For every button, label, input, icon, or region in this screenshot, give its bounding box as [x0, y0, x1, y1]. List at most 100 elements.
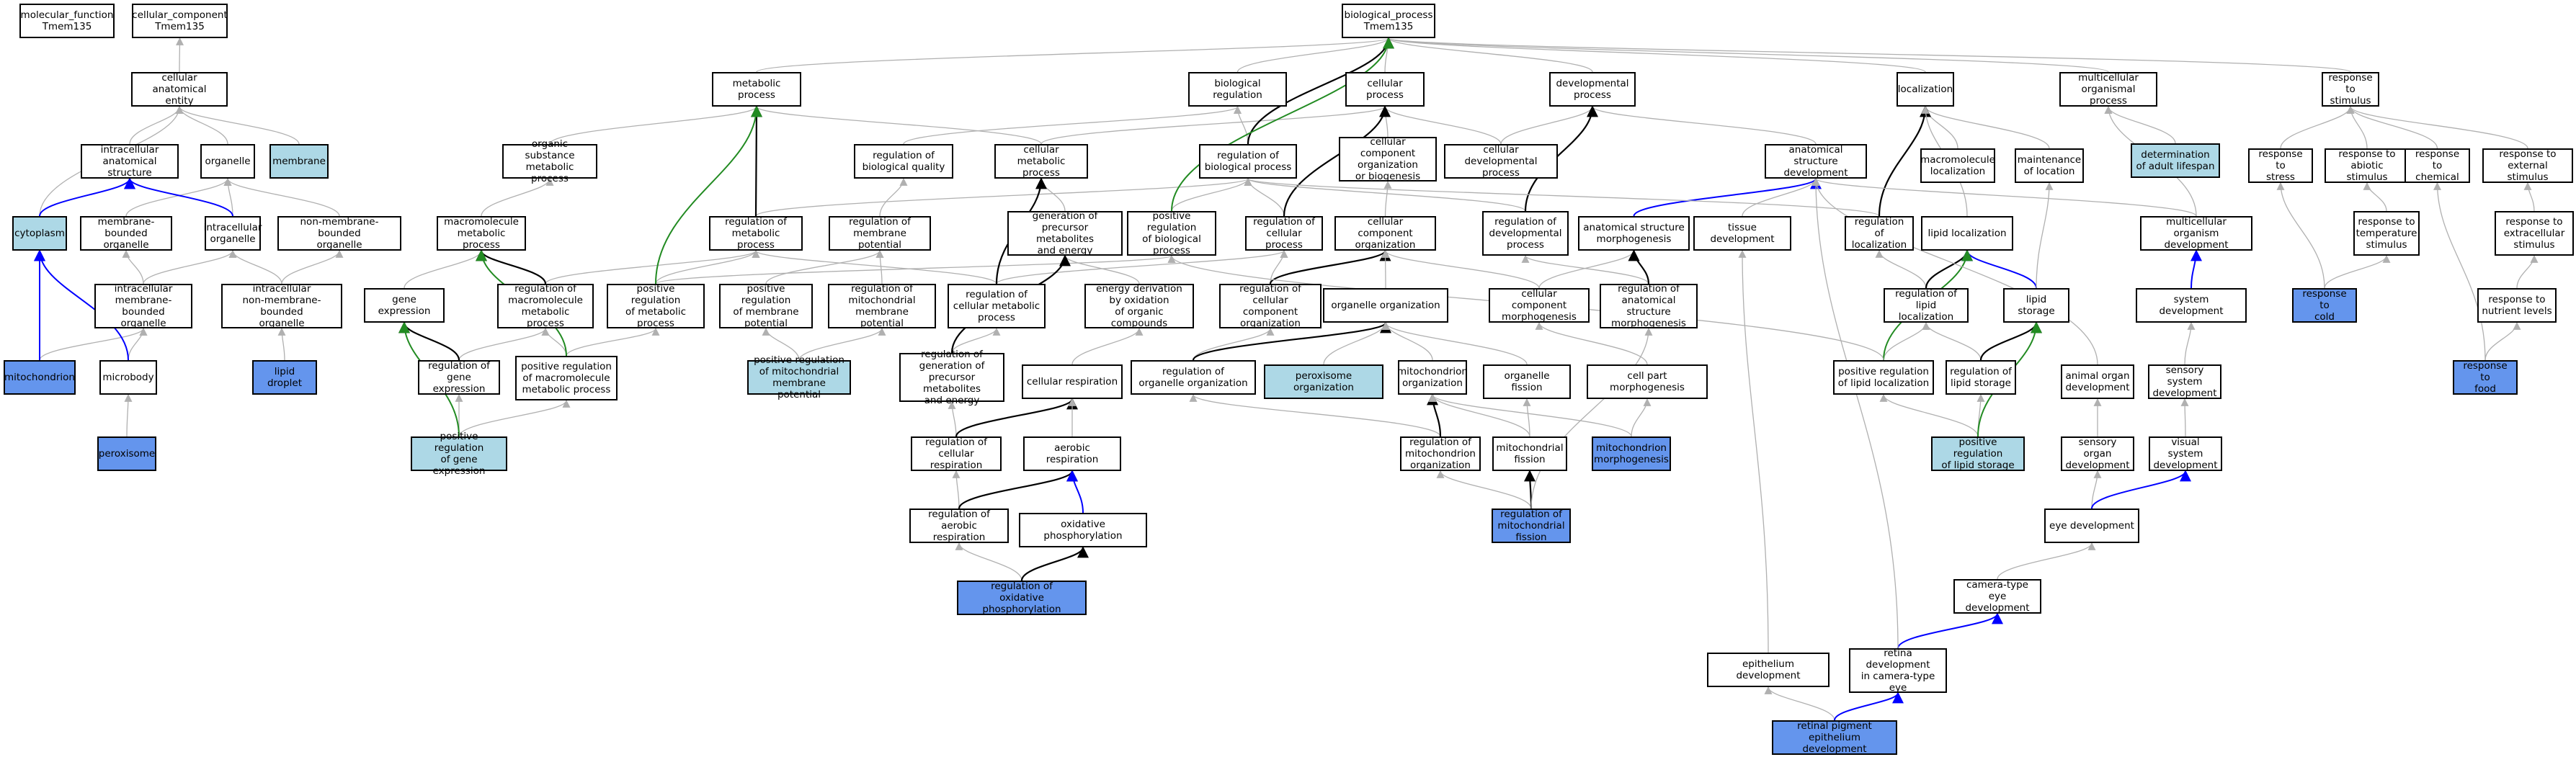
go-term-roasm: regulation of anatomical structure morph… — [1600, 283, 1698, 329]
go-term-ias: intracellular anatomical structure — [81, 144, 179, 179]
edge-is-a-prll-to-rolipl — [1883, 321, 1930, 361]
edge-is-a-romf-to-romo — [1436, 470, 1532, 509]
edge-part-of-io-to-ias — [124, 177, 233, 217]
edge-is-a-ed-to-sod — [2091, 470, 2102, 509]
go-term-loc: localization — [1897, 72, 1954, 107]
edge-is-a-rtc-to-rts — [2346, 105, 2438, 149]
go-term-prmemp: positive regulation of membrane potentia… — [719, 283, 813, 329]
edge-is-a-cpm-to-ccm — [1535, 321, 1648, 365]
go-term-epd: epithelium development — [1707, 653, 1830, 687]
go-term-rdcte: retina development in camera-type eye — [1849, 648, 1947, 694]
go-term-ed: eye development — [2044, 509, 2139, 543]
go-term-doal: determination of adult lifespan — [2131, 143, 2220, 178]
edge-is-a-rtc2-to-rttemp — [2324, 254, 2391, 289]
go-term-robp: regulation of biological process — [1199, 144, 1297, 179]
edge-is-a-rtstr-to-rts — [2280, 105, 2355, 149]
go-term-cp: cellular process — [1345, 72, 1425, 107]
edge-is-a-rttemp-to-rtas — [2363, 182, 2387, 212]
edge-is-a-cdp-to-dp — [1500, 105, 1597, 145]
go-term-rtext: response to extracellular stimulus — [2495, 211, 2574, 256]
go-term-rogpm: regulation of generation of precursor me… — [899, 349, 1004, 406]
edge-is-a-cmp-to-cp — [1040, 105, 1389, 145]
go-term-cpm: cell part morphogenesis — [1587, 364, 1708, 399]
go-term-ccm: cellular component morphogenesis — [1489, 288, 1590, 323]
go-term-rocp: regulation of cellular process — [1245, 216, 1323, 251]
edge-is-a-loc-to-bp — [1384, 37, 1926, 73]
go-term-cco: cellular component organization — [1334, 216, 1436, 251]
edge-is-a-epd-to-td — [1738, 249, 1769, 653]
edge-is-a-prbp-to-robp — [1171, 177, 1252, 212]
edge-is-a-imbo-to-io — [143, 249, 237, 285]
edge-is-a-aod-to-asd — [1811, 177, 2098, 365]
go-term-rom: regulation of metabolic process — [709, 216, 803, 251]
go-term-mm: mitochondrion morphogenesis — [1592, 436, 1671, 471]
edge-is-a-rmmp-to-romp — [875, 249, 884, 285]
go-term-dp: developmental process — [1549, 72, 1636, 107]
edge-is-a-ld-to-inmbo — [277, 327, 286, 361]
go-term-mito: mitochondrion — [4, 360, 76, 395]
go-term-prll: positive regulation of lipid localizatio… — [1833, 360, 1934, 395]
edge-part-of-ls-to-lloc — [1961, 249, 2037, 289]
go-term-perox: peroxisome — [97, 436, 156, 471]
edge-is-a-cr-to-edooc — [1071, 327, 1144, 365]
edge-is-a-prls-to-prll — [1879, 393, 1979, 437]
go-term-ld: lipid droplet — [252, 360, 317, 395]
edge-is-a-imbo-to-mbo — [122, 249, 144, 285]
go-term-rtas: response to abiotic stimulus — [2325, 148, 2410, 183]
go-term-rped: retinal pigment epithelium development — [1772, 720, 1897, 755]
edge-is-a-prmp-to-prbp — [655, 254, 1175, 285]
edge-regulates-rooo-to-oo — [1192, 321, 1391, 361]
edge-is-a-ssd-to-sd — [2184, 321, 2196, 365]
go-term-rtc2: response to cold — [2292, 288, 2357, 323]
go-term-ge: gene expression — [364, 288, 445, 323]
go-term-lloc: lipid localization — [1921, 216, 2013, 251]
go-term-mo: mitochondrion organization — [1397, 360, 1468, 395]
edge-is-a-inmbo-to-io — [228, 249, 282, 285]
edge-is-a-ias-to-cae — [129, 105, 184, 145]
go-term-rts: response to stimulus — [2322, 72, 2379, 107]
go-term-prbp: positive regulation of biological proces… — [1127, 210, 1216, 256]
edge-is-a-prmmp-to-prmp — [566, 327, 660, 357]
go-term-gpmae: generation of precursor metabolites and … — [1007, 210, 1123, 256]
edge-is-a-ge-to-mmp — [404, 249, 486, 289]
go-term-prmmemp: positive regulation of mitochondrial mem… — [747, 354, 851, 400]
edge-is-a-cco-to-ccob — [1383, 180, 1392, 217]
edge-is-a-asd-to-dp — [1588, 105, 1817, 145]
go-term-mod: multicellular organism development — [2140, 216, 2252, 251]
go-term-rooo: regulation of organelle organization — [1131, 360, 1256, 395]
edge-is-a-roar-to-rocr — [952, 470, 961, 509]
edge-positively-regulates-prmp-to-mp — [655, 105, 762, 285]
edge-is-a-mp-to-bp — [756, 37, 1392, 73]
go-term-rtstr: response to stress — [2248, 148, 2313, 183]
go-term-io: intracellular organelle — [204, 216, 262, 251]
edge-is-a-br-to-bp — [1236, 37, 1393, 73]
go-term-inmbo: intracellular non-membrane-bounded organ… — [221, 283, 342, 329]
go-term-romf: regulation of mitochondrial fission — [1492, 509, 1571, 543]
go-term-ar: aerobic respiration — [1023, 436, 1121, 471]
edge-regulates-rop-to-op — [1020, 546, 1089, 581]
go-term-romp: regulation of membrane potential — [829, 216, 931, 251]
edge-is-a-ls-to-mol — [2036, 182, 2054, 289]
edge-is-a-rtf-to-rtnl — [2484, 321, 2521, 361]
edge-is-a-perox-to-mb — [124, 393, 133, 437]
go-term-rmmp: regulation of mitochondrial membrane pot… — [828, 283, 936, 329]
edge-is-a-prmp-to-rom — [655, 249, 760, 285]
go-term-mp: metabolic process — [712, 72, 801, 107]
edge-is-a-dp-to-bp — [1384, 37, 1593, 73]
go-term-op: oxidative phosphorylation — [1019, 513, 1147, 547]
go-term-roccorg: regulation of cellular component organiz… — [1219, 283, 1322, 329]
edge-is-a-rts-to-bp — [1385, 37, 2351, 73]
edge-is-a-rommp-to-rom — [545, 249, 760, 285]
edge-is-a-rtes-to-rts — [2346, 105, 2528, 149]
edge-is-a-mf2-to-mo — [1428, 393, 1530, 437]
edge-is-a-of-to-oo — [1381, 321, 1528, 365]
go-term-rol: regulation of localization — [1845, 216, 1914, 251]
go-term-sd: system development — [2136, 288, 2247, 323]
edge-is-a-prge-to-prmmp — [458, 399, 571, 437]
edge-regulates-rol-to-loc — [1878, 105, 1931, 217]
go-term-org: organelle — [200, 144, 255, 179]
go-term-br: biological regulation — [1188, 72, 1287, 107]
edge-is-a-rogpm-to-rocmp — [951, 327, 1001, 354]
go-term-asd: anatomical structure development — [1765, 144, 1867, 179]
go-term-rols: regulation of lipid storage — [1946, 360, 2016, 395]
